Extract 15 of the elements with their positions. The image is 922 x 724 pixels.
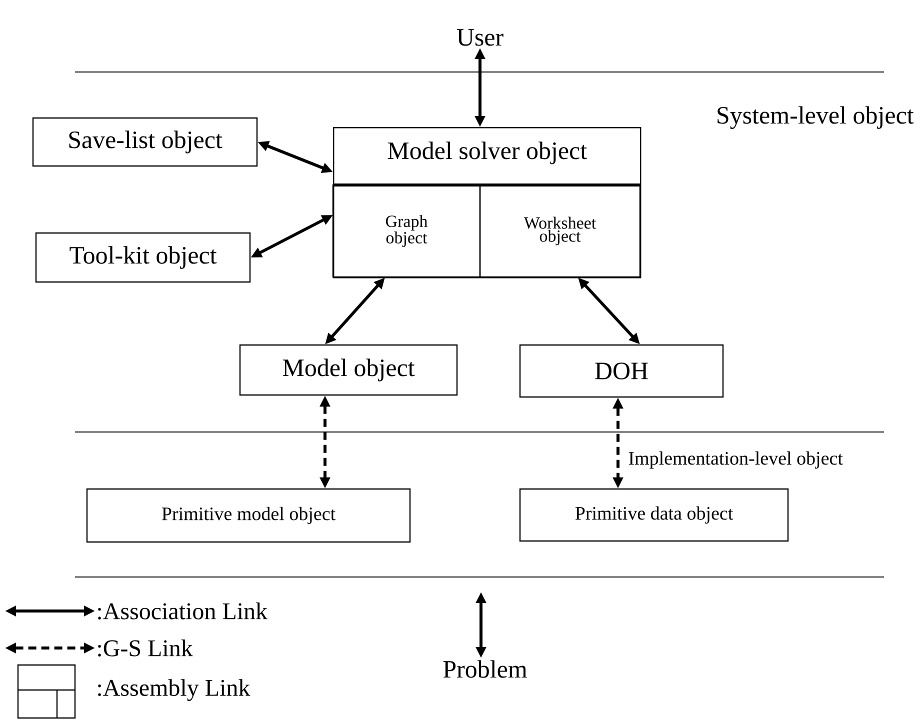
endpoint-label: User [456, 29, 504, 46]
cell: Worksheet object [479, 184, 641, 278]
object-box: Primitive model object [86, 488, 411, 543]
object-box: Tool-kit object [35, 232, 251, 283]
legend-label: :G-S Link [98, 640, 193, 656]
level-label: System-level object [718, 106, 914, 129]
cell: Graph object [332, 184, 481, 278]
object-box: Model object [239, 344, 458, 396]
object-box: DOH [519, 344, 724, 398]
object-box: Save-list object [32, 117, 258, 167]
legend-label: :Association Link [98, 602, 268, 620]
endpoint-label: Problem [443, 660, 527, 678]
level-label: Implementation-level object [628, 451, 843, 469]
legend-label: :Assembly Link [98, 679, 250, 701]
object-box: Primitive data object [519, 488, 789, 542]
